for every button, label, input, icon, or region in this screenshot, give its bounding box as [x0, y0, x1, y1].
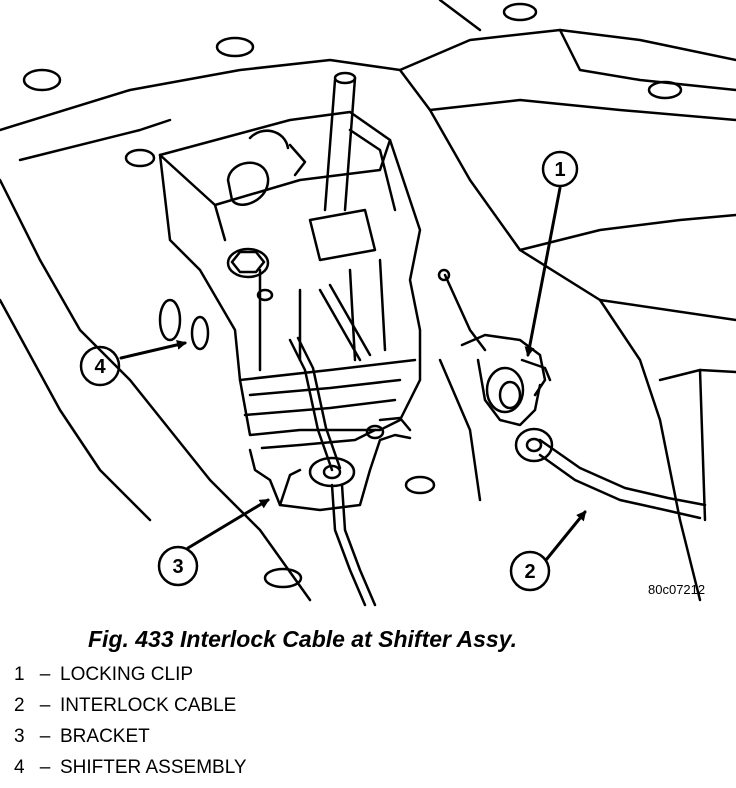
legend-label: LOCKING CLIP — [60, 664, 194, 685]
callout-label-2: 2 — [524, 561, 535, 583]
shifter-interlock-illustration: 1 4 3 2 80c07212 — [0, 0, 736, 607]
legend-item: 2–INTERLOCK CABLE — [14, 695, 247, 726]
callout-circle-1 — [541, 150, 579, 188]
callout-circle-2 — [509, 550, 551, 592]
floor-holes — [22, 2, 683, 589]
legend-separator: – — [39, 726, 51, 747]
legend-label: INTERLOCK CABLE — [60, 695, 237, 716]
mounting-bolt — [226, 247, 274, 302]
figure-caption: Fig. 433 Interlock Cable at Shifter Assy… — [88, 626, 518, 652]
legend-number: 2 — [14, 695, 25, 716]
legend-separator: – — [39, 695, 51, 716]
callout-label-1: 1 — [554, 159, 565, 181]
legend-separator: – — [39, 757, 51, 778]
interlock-cable-routing — [288, 283, 377, 607]
interlock-cable — [514, 427, 707, 520]
legend-number: 1 — [14, 664, 25, 685]
shift-lever — [323, 71, 397, 212]
legend-item: 1–LOCKING CLIP — [14, 664, 247, 695]
callout-label-3: 3 — [172, 556, 183, 578]
shifter-assembly — [158, 110, 422, 437]
callout-label-4: 4 — [94, 356, 106, 378]
callout-circle-3 — [157, 545, 199, 587]
legend-item: 4–SHIFTER ASSEMBLY — [14, 757, 247, 788]
legend-separator: – — [39, 664, 51, 685]
legend-number: 4 — [14, 757, 25, 778]
legend-label: BRACKET — [60, 726, 150, 747]
legend-item: 3–BRACKET — [14, 726, 247, 757]
drawing-code: 80c07212 — [648, 582, 705, 597]
bracket — [248, 416, 412, 512]
legend-label: SHIFTER ASSEMBLY — [60, 757, 247, 778]
callout-legend: 1–LOCKING CLIP 2–INTERLOCK CABLE 3–BRACK… — [14, 664, 247, 788]
floor-pan — [0, 0, 736, 602]
legend-number: 3 — [14, 726, 25, 747]
callout-circle-4 — [79, 345, 121, 387]
callout-leaders — [119, 186, 587, 562]
locking-clip — [437, 268, 552, 427]
